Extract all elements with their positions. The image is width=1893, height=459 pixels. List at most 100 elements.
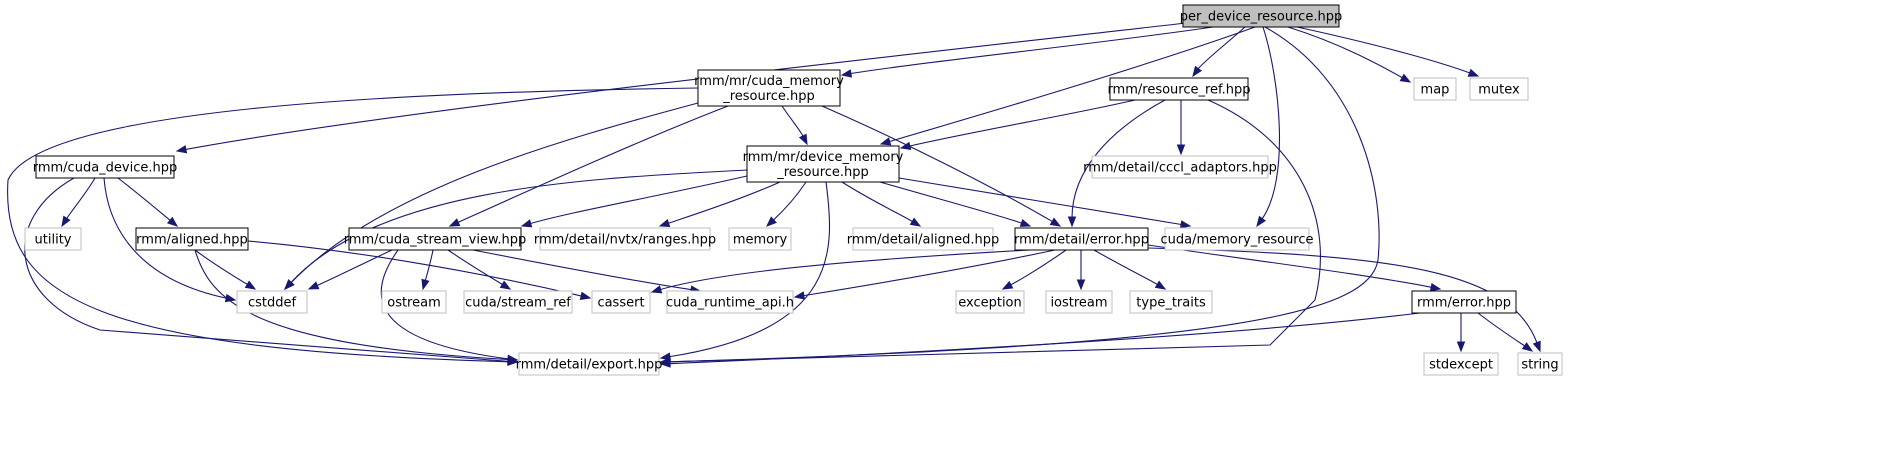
node-box (955, 290, 1025, 314)
edge-arrowhead (1192, 65, 1202, 78)
node-cuda-device[interactable]: rmm/cuda_device.hpp (33, 155, 178, 179)
node-type-traits: type_traits (1129, 290, 1213, 314)
edge-arrowhead (421, 278, 430, 291)
node-label: exception (958, 296, 1022, 311)
edge-det_error-to-cassert (650, 249, 1031, 294)
node-runtime-api: cuda_runtime_api.h (666, 290, 794, 314)
edge-line (802, 249, 1056, 297)
edge-device_mr-to-det_aligned (841, 181, 922, 227)
edge-arrowhead (659, 359, 671, 368)
edge-line (24, 177, 510, 362)
node-label: rmm/detail/aligned.hpp (847, 233, 1000, 248)
node-label: iostream (1050, 296, 1107, 311)
edge-arrowhead (1429, 282, 1442, 292)
edge-line (1147, 244, 1433, 288)
node-root[interactable]: per_device_resource.hpp (1180, 4, 1342, 28)
edge-line (781, 105, 804, 138)
edge-layer (7, 21, 1541, 368)
edge-root-to-cuda_device (175, 21, 1196, 154)
edge-line (659, 249, 1031, 291)
edge-stream_view-to-cstddef (307, 249, 393, 290)
node-label: string (1521, 358, 1558, 373)
edge-line (1147, 247, 1538, 344)
node-device-mr[interactable]: rmm/mr/device_memory_resource.hpp (743, 145, 904, 183)
node-label: rmm/detail/cccl_adaptors.hpp (1083, 161, 1277, 176)
node-label: rmm/detail/error.hpp (1014, 233, 1149, 248)
node-det-error[interactable]: rmm/detail/error.hpp (1014, 227, 1149, 251)
edge-arrowhead (175, 145, 188, 154)
edge-line (1009, 249, 1067, 286)
edge-device_mr-to-memory (765, 181, 807, 227)
node-cstddef: cstddef (236, 290, 308, 314)
edge-line (316, 249, 393, 287)
node-mutex: mutex (1469, 77, 1529, 101)
edge-line (290, 102, 699, 284)
node-resource-ref[interactable]: rmm/resource_ref.hpp (1107, 77, 1251, 101)
node-memory: memory (728, 227, 792, 251)
edge-cuda_mr-to-det_error (821, 105, 1062, 227)
edge-device_mr-to-cstddef (284, 169, 748, 291)
node-stream-view[interactable]: rmm/cuda_stream_view.hpp (344, 227, 527, 251)
edge-line (247, 240, 583, 297)
node-box (728, 227, 792, 251)
edge-root-to-cuda_mr (840, 26, 1214, 78)
node-label: rmm/resource_ref.hpp (1107, 83, 1250, 98)
edge-arrowhead (798, 133, 808, 146)
edge-root-to-mutex (1296, 26, 1480, 77)
edge-line (184, 21, 1196, 151)
node-stdexcept: stdexcept (1423, 352, 1499, 376)
node-box (1411, 290, 1517, 314)
node-label: rmm/cuda_device.hpp (33, 161, 178, 176)
edge-arrowhead (793, 291, 806, 300)
node-box (1469, 77, 1529, 101)
edge-cuda_mr-to-device_mr (781, 105, 808, 146)
edge-line (888, 26, 1256, 143)
edge-arrowhead (765, 216, 777, 227)
node-iostream: iostream (1045, 290, 1113, 314)
node-label: rmm/cuda_stream_view.hpp (344, 233, 527, 248)
node-aligned[interactable]: rmm/aligned.hpp (135, 227, 249, 251)
edge-line (289, 169, 748, 284)
edge-line (667, 181, 781, 224)
node-box (539, 227, 711, 251)
node-box (746, 145, 900, 183)
edge-line (668, 99, 1321, 363)
node-rmm-error[interactable]: rmm/error.hpp (1411, 290, 1517, 314)
edge-line (447, 249, 504, 286)
node-box (666, 290, 794, 314)
edge-rmm_error-to-stdexcept (1456, 312, 1466, 353)
node-label: rmm/mr/cuda_memory (694, 74, 844, 89)
node-label: per_device_resource.hpp (1180, 10, 1342, 25)
edge-line (1197, 26, 1246, 70)
edge-arrowhead (1456, 341, 1466, 353)
node-box (1182, 4, 1340, 28)
edge-cuda_device-to-aligned (117, 177, 179, 227)
edge-line (1296, 26, 1471, 74)
edge-line (841, 181, 914, 223)
edge-rmm_error-to-export (659, 312, 1421, 368)
edge-line (194, 249, 510, 361)
node-box (852, 227, 994, 251)
node-label: cassert (597, 296, 644, 311)
edge-arrowhead (499, 280, 512, 290)
edge-line (1477, 312, 1526, 347)
node-cuda-mr[interactable]: rmm/mr/cuda_memory_resource.hpp (694, 69, 844, 107)
node-stream-ref: cuda/stream_ref (463, 290, 573, 314)
node-label: cstddef (248, 296, 297, 311)
edge-arrowhead (650, 285, 663, 294)
edge-resource_ref-to-det_error (1067, 99, 1166, 228)
node-box (135, 227, 249, 251)
edge-arrowhead (1179, 220, 1192, 229)
node-box (1413, 77, 1457, 101)
node-label: cuda/memory_resource (1160, 233, 1313, 248)
edge-arrowhead (448, 218, 461, 227)
node-exception: exception (955, 290, 1025, 314)
node-label: mutex (1478, 83, 1520, 98)
edge-line (529, 175, 748, 225)
edge-line (194, 249, 249, 286)
node-box (518, 352, 660, 376)
edge-arrowhead (909, 217, 922, 227)
node-label: ostream (387, 296, 441, 311)
node-label: rmm/detail/export.hpp (516, 358, 663, 373)
